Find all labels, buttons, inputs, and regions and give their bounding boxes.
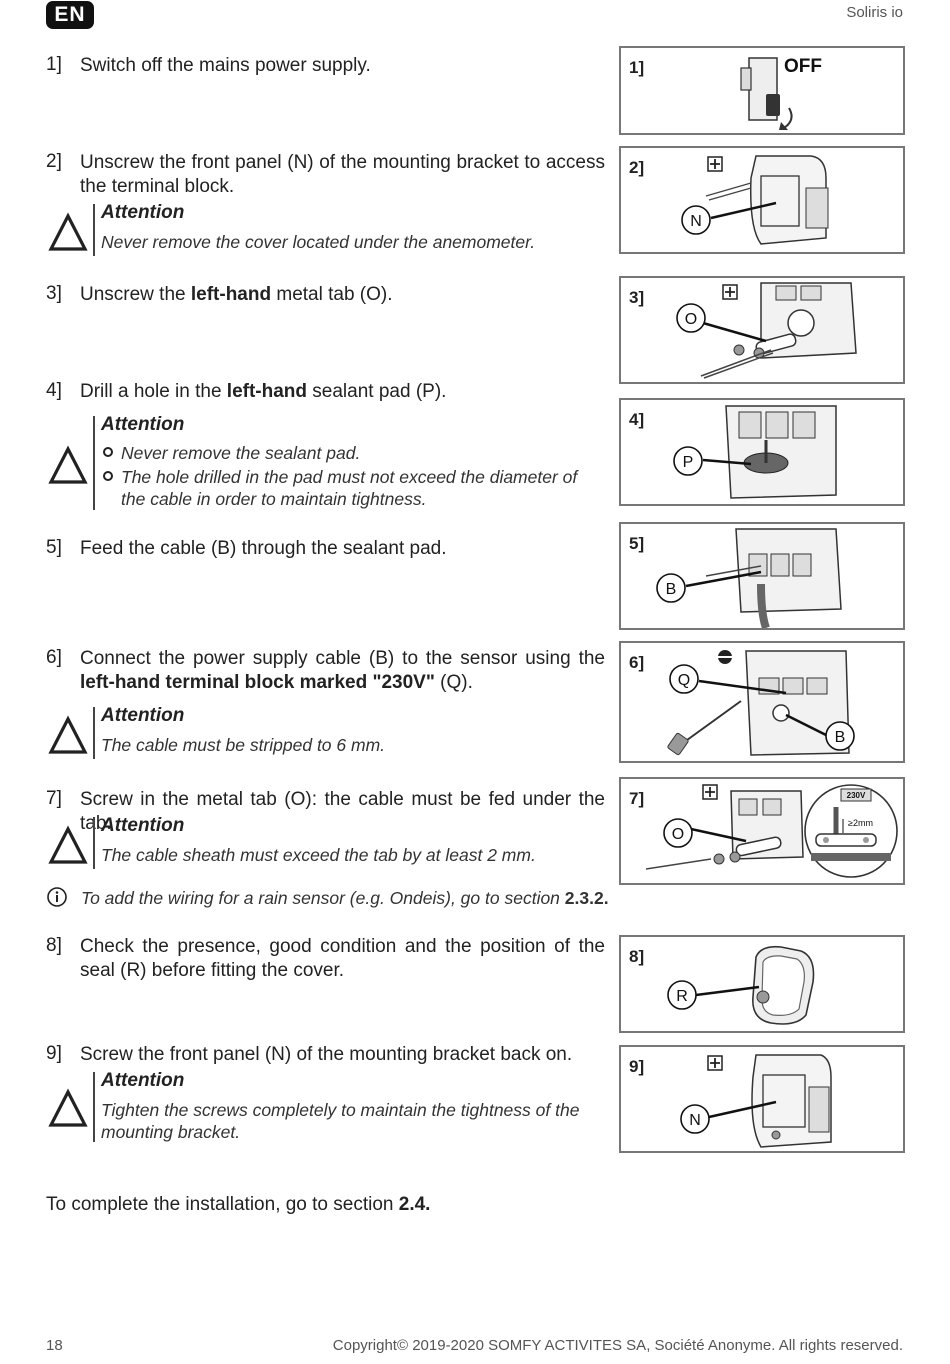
closing-instruction: To complete the installation, go to sect… — [46, 1194, 431, 1215]
warning-title: Attention — [101, 414, 185, 435]
step-2-number: 2] — [46, 151, 62, 172]
warning-title: Attention — [101, 705, 185, 726]
warning-list-item: The hole drilled in the pad must not exc… — [101, 466, 601, 510]
copyright-notice: Copyright© 2019-2020 SOMFY ACTIVITES SA,… — [332, 1337, 903, 1354]
step-9-number: 9] — [46, 1043, 62, 1064]
step-3-number: 3] — [46, 283, 62, 304]
step-6-text: Connect the power supply cable (B) to th… — [80, 648, 605, 693]
step-4-number: 4] — [46, 380, 62, 401]
section-reference[interactable]: 2.3.2. — [564, 888, 609, 908]
svg-text:Q: Q — [678, 672, 690, 689]
section-reference[interactable]: 2.4. — [398, 1194, 431, 1215]
figure-4: 4] P — [619, 398, 905, 506]
warning-triangle-icon — [48, 825, 88, 864]
warning-text: The cable sheath must exceed the tab by … — [101, 845, 536, 865]
step-8-number: 8] — [46, 935, 62, 956]
step-1-number: 1] — [46, 54, 62, 75]
figure-3: 3] O — [619, 276, 905, 384]
figure-6: 6] Q B — [619, 641, 905, 763]
warning-triangle-icon — [48, 212, 88, 251]
page-number: 18 — [46, 1337, 63, 1354]
sealant-pad-illustration: P — [673, 405, 837, 499]
terminal-block-illustration: Q B — [667, 650, 855, 756]
step-7-text: Screw in the metal tab (O): the cable mu… — [80, 789, 605, 834]
svg-text:N: N — [689, 1112, 701, 1129]
warning-title: Attention — [101, 1070, 185, 1091]
metal-tab-illustration: O — [676, 282, 857, 379]
svg-text:O: O — [672, 826, 684, 843]
warning-text: The cable must be stripped to 6 mm. — [101, 735, 386, 755]
figure-1: 1] OFF — [619, 46, 905, 135]
warning-text: Never remove the cover located under the… — [101, 232, 536, 252]
step-8-text: Check the presence, good condition and t… — [80, 936, 605, 981]
warning-text: Tighten the screws completely to maintai… — [101, 1100, 580, 1142]
svg-text:N: N — [690, 213, 702, 230]
svg-text:230V: 230V — [847, 791, 866, 800]
step-3-text: Unscrew the left-hand metal tab (O). — [80, 284, 393, 305]
step-2-text: Unscrew the front panel (N) of the mount… — [80, 152, 605, 197]
product-name: Soliris io — [846, 4, 903, 21]
step-5-text: Feed the cable (B) through the sealant p… — [80, 538, 447, 559]
step-9-text: Screw the front panel (N) of the mountin… — [80, 1044, 573, 1065]
warning-triangle-icon — [48, 445, 88, 484]
figure-8: 8] R — [619, 935, 905, 1033]
circuit-breaker-illustration: OFF — [740, 56, 822, 130]
front-panel-refit-illustration: N — [680, 1054, 832, 1148]
warning-list: Never remove the sealant pad. The hole d… — [101, 442, 601, 510]
step-5-number: 5] — [46, 537, 62, 558]
step-6-number: 6] — [46, 647, 62, 668]
warning-title: Attention — [101, 202, 185, 223]
info-icon — [47, 887, 67, 907]
warning-triangle-icon — [48, 1088, 88, 1127]
figure-7: 7] O 230V ≥2mm — [619, 777, 905, 885]
cable-feed-illustration: B — [656, 528, 842, 628]
figure-2: 2] N — [619, 146, 905, 254]
warning-title: Attention — [101, 815, 185, 836]
figure-9: 9] N — [619, 1045, 905, 1153]
step-1-text: Switch off the mains power supply. — [80, 55, 371, 76]
warning-triangle-icon — [48, 715, 88, 754]
metal-tab-screw-illustration: O 230V ≥2mm — [645, 784, 898, 878]
svg-text:≥2mm: ≥2mm — [848, 818, 873, 828]
step-4-text: Drill a hole in the left-hand sealant pa… — [80, 381, 447, 402]
svg-text:R: R — [676, 988, 688, 1005]
front-panel-illustration: N — [681, 155, 829, 245]
svg-text:B: B — [835, 729, 846, 746]
figure-5: 5] B — [619, 522, 905, 630]
svg-text:OFF: OFF — [784, 56, 822, 77]
step-7-number: 7] — [46, 788, 62, 809]
svg-text:B: B — [666, 581, 677, 598]
svg-text:O: O — [685, 311, 697, 328]
language-badge: EN — [46, 1, 94, 29]
svg-text:P: P — [683, 454, 694, 471]
warning-list-item: Never remove the sealant pad. — [101, 442, 601, 464]
seal-illustration: R — [667, 945, 815, 1025]
